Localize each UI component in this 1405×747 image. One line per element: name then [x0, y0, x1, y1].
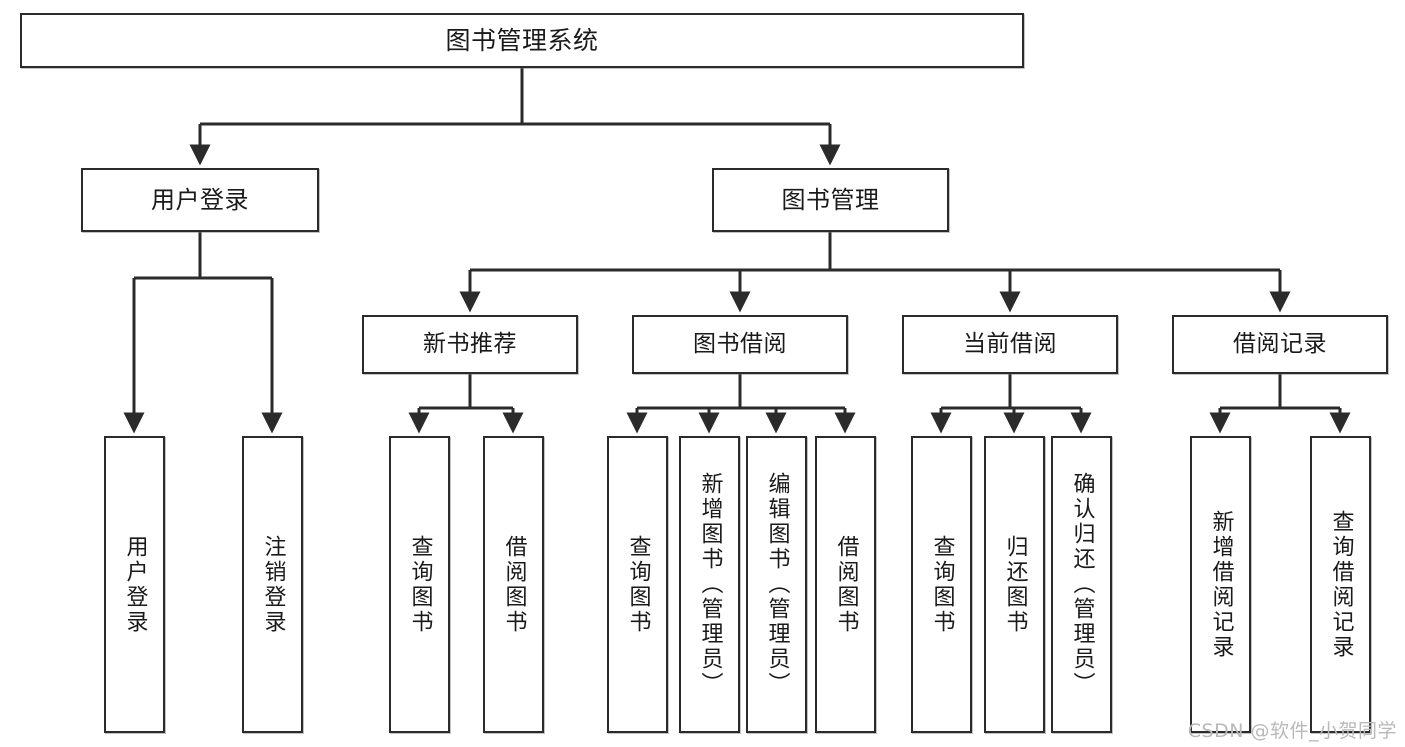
node-leaf-query-book-3-label: 查询图书	[929, 534, 955, 635]
node-user-login[interactable]: 用户登录	[81, 168, 319, 232]
node-leaf-edit-book[interactable]: 编辑图书（管理员）	[746, 436, 807, 733]
node-leaf-user-login-label: 用户登录	[122, 534, 148, 635]
node-leaf-edit-book-label: 编辑图书（管理员）	[764, 472, 790, 697]
node-leaf-confirm-return[interactable]: 确认归还（管理员）	[1051, 436, 1112, 733]
node-leaf-borrow-book-2[interactable]: 借阅图书	[815, 436, 876, 733]
node-leaf-query-book-2[interactable]: 查询图书	[607, 436, 668, 733]
node-book-manage[interactable]: 图书管理	[712, 168, 949, 232]
node-leaf-add-record-label: 新增借阅记录	[1208, 509, 1234, 660]
node-borrow-record[interactable]: 借阅记录	[1172, 315, 1388, 374]
node-leaf-query-book-2-label: 查询图书	[625, 534, 651, 635]
node-leaf-return-book-label: 归还图书	[1002, 534, 1028, 635]
watermark-text: CSDN @软件_小贺同学	[1187, 720, 1397, 742]
node-leaf-borrow-book-1[interactable]: 借阅图书	[483, 436, 544, 733]
node-book-borrow-label: 图书借阅	[693, 330, 787, 357]
node-borrow-record-label: 借阅记录	[1233, 330, 1327, 357]
node-book-manage-label: 图书管理	[781, 185, 880, 214]
node-leaf-logout[interactable]: 注销登录	[242, 436, 303, 733]
node-leaf-add-book[interactable]: 新增图书（管理员）	[679, 436, 740, 733]
node-leaf-user-login[interactable]: 用户登录	[104, 436, 165, 733]
node-leaf-confirm-return-label: 确认归还（管理员）	[1069, 472, 1095, 697]
node-leaf-return-book[interactable]: 归还图书	[984, 436, 1045, 733]
node-leaf-borrow-book-1-label: 借阅图书	[501, 534, 527, 635]
node-user-login-label: 用户登录	[151, 185, 249, 214]
node-root[interactable]: 图书管理系统	[20, 13, 1024, 68]
node-leaf-query-record-label: 查询借阅记录	[1328, 509, 1354, 660]
node-leaf-borrow-book-2-label: 借阅图书	[833, 534, 859, 635]
node-new-book-rec[interactable]: 新书推荐	[362, 315, 578, 374]
node-leaf-query-book-1[interactable]: 查询图书	[389, 436, 450, 733]
node-leaf-add-book-label: 新增图书（管理员）	[697, 472, 723, 697]
node-root-label: 图书管理系统	[445, 25, 599, 55]
node-current-borrow[interactable]: 当前借阅	[902, 315, 1118, 374]
node-leaf-query-book-1-label: 查询图书	[407, 534, 433, 635]
node-new-book-rec-label: 新书推荐	[423, 330, 517, 357]
node-book-borrow[interactable]: 图书借阅	[632, 315, 848, 374]
node-leaf-logout-label: 注销登录	[260, 534, 286, 635]
node-current-borrow-label: 当前借阅	[963, 330, 1057, 357]
node-leaf-query-book-3[interactable]: 查询图书	[911, 436, 972, 733]
node-leaf-query-record[interactable]: 查询借阅记录	[1310, 436, 1371, 733]
node-leaf-add-record[interactable]: 新增借阅记录	[1190, 436, 1251, 733]
